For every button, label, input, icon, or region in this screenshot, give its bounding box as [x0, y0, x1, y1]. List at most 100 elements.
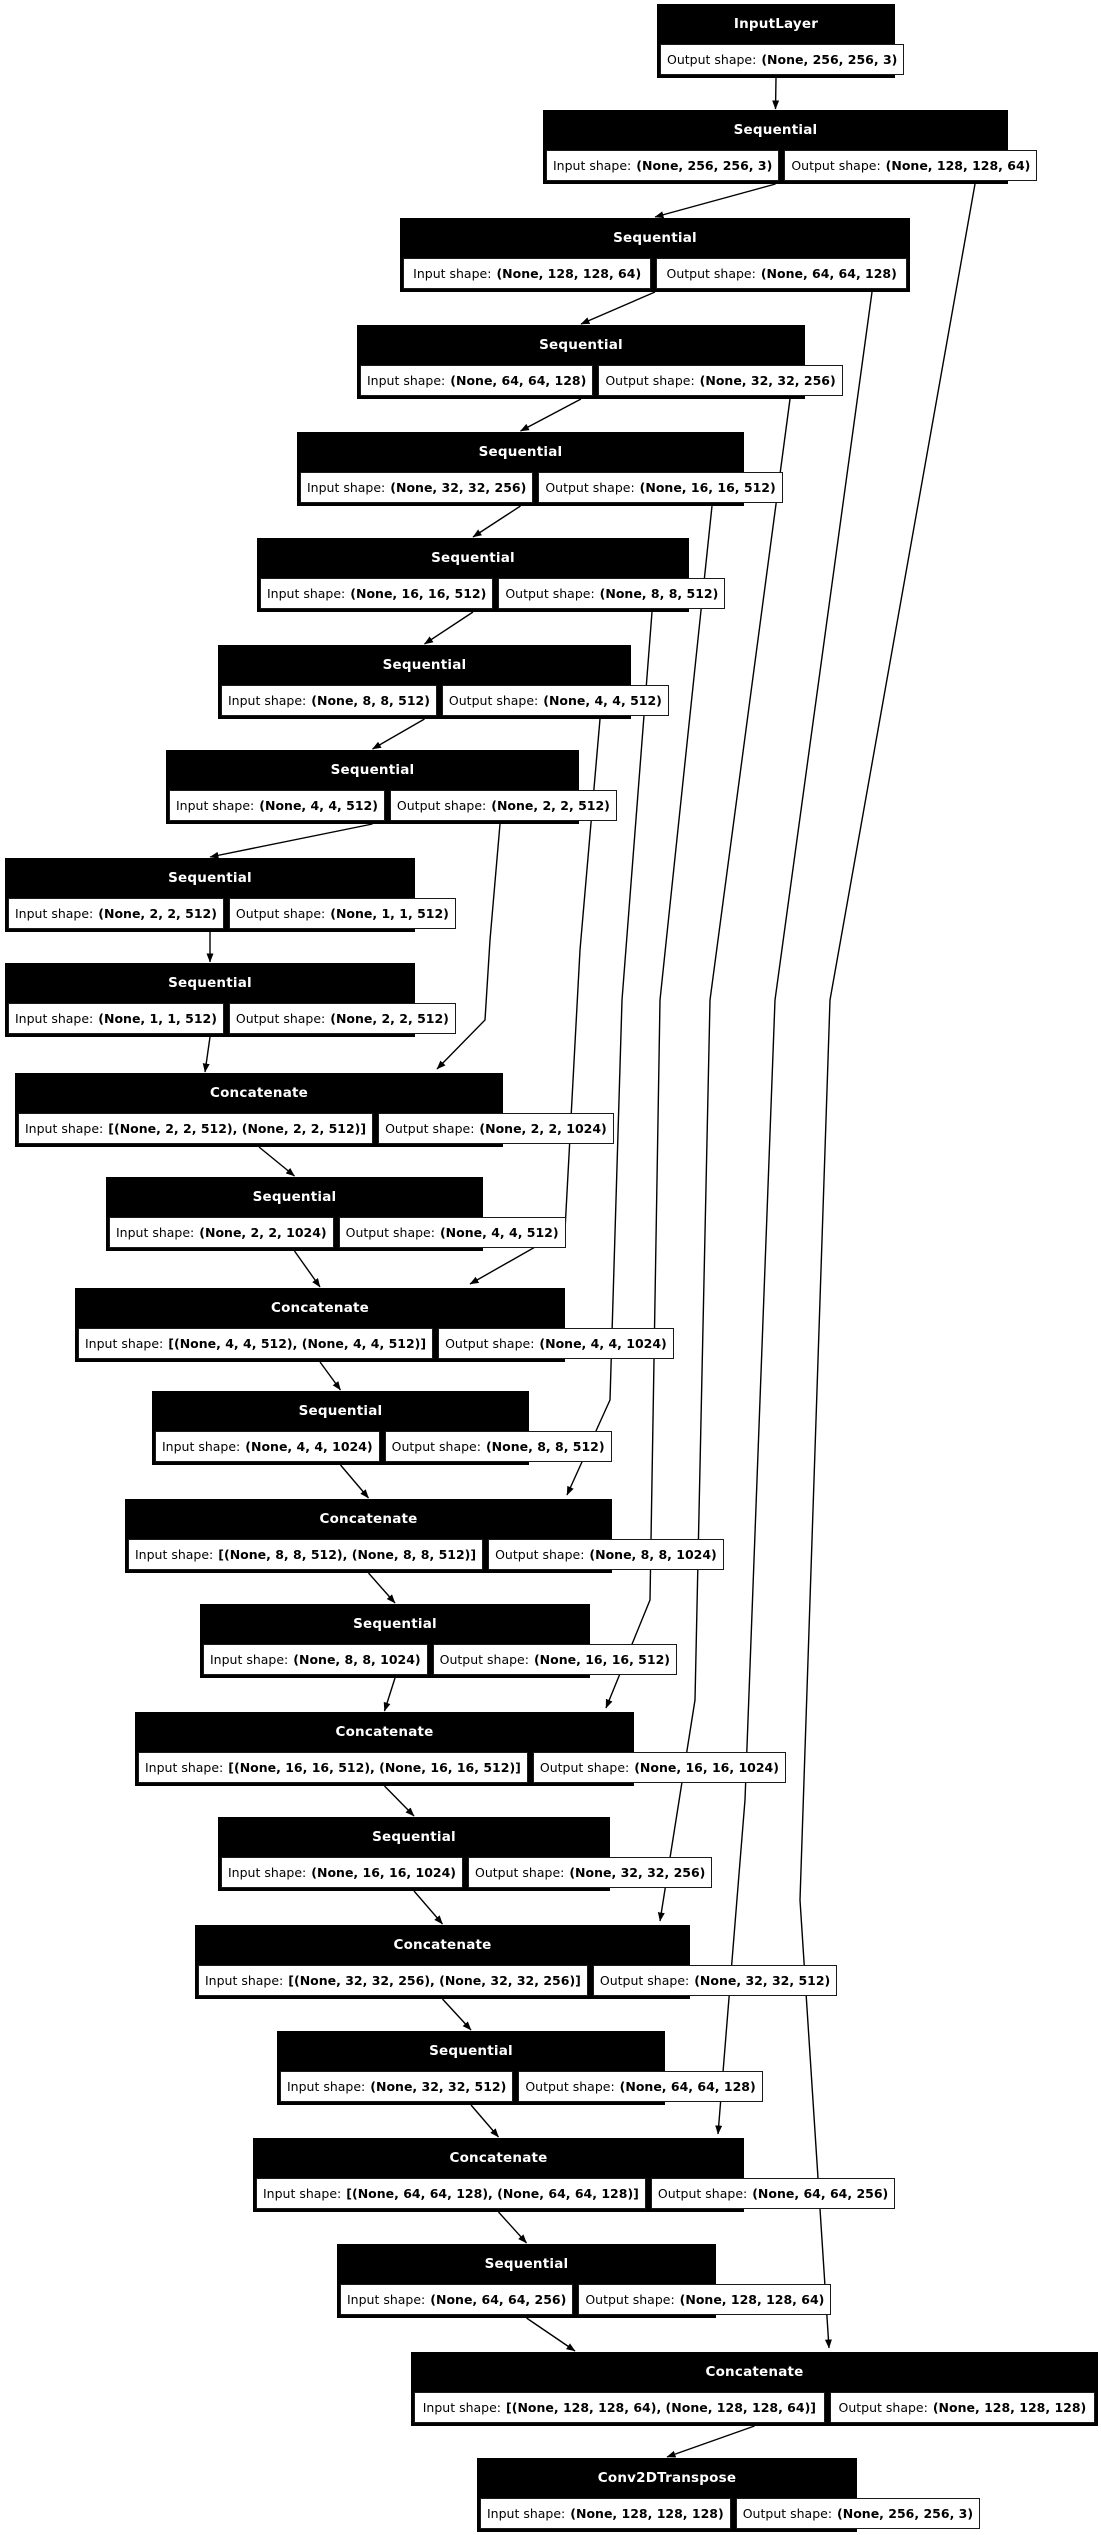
input-shape-cell: Input shape:(None, 32, 32, 512)	[280, 2071, 514, 2102]
output-shape-cell: Output shape:(None, 2, 2, 512)	[389, 790, 617, 821]
input-shape-cell: Input shape:(None, 64, 64, 128)	[360, 365, 594, 396]
output-shape-label: Output shape:	[742, 2506, 833, 2521]
output-shape-cell: Output shape:(None, 64, 64, 128)	[656, 258, 908, 289]
input-shape-cell: Input shape:[(None, 128, 128, 64), (None…	[414, 2392, 825, 2423]
output-shape-label: Output shape:	[235, 1011, 326, 1026]
input-shape-label: Input shape:	[25, 1121, 104, 1136]
output-shape-cell: Output shape:(None, 4, 4, 512)	[338, 1217, 566, 1248]
input-shape-cell: Input shape:[(None, 2, 2, 512), (None, 2…	[18, 1113, 374, 1144]
output-shape-cell: Output shape:(None, 8, 8, 512)	[384, 1431, 612, 1462]
input-shape-label: Input shape:	[205, 1973, 284, 1988]
shape-cells-row: Input shape:[(None, 2, 2, 512), (None, 2…	[18, 1113, 614, 1144]
shape-cells-row: Input shape:[(None, 64, 64, 128), (None,…	[256, 2178, 896, 2209]
shape-cells-row: Input shape:(None, 2, 2, 512)Output shap…	[8, 898, 456, 929]
output-shape-label: Output shape:	[666, 266, 756, 281]
output-shape-value: (None, 256, 256, 3)	[761, 52, 898, 67]
input-shape-cell: Input shape:(None, 16, 16, 512)	[260, 578, 494, 609]
edge-arrow	[367, 1572, 396, 1604]
shape-cells-row: Input shape: [(None, 8, 8, 512), (None, 8…	[128, 1539, 724, 1570]
input-shape-value: (None, 128, 128, 64)	[496, 266, 642, 281]
edge-arrow	[384, 1785, 415, 1817]
input-shape-label: Input shape:	[85, 1336, 164, 1351]
layer-title: Sequential	[372, 1829, 456, 1845]
output-shape-label: Output shape:	[439, 1652, 529, 1667]
shape-cells-row: Input shape: (None, 64, 64, 256) Output sh…	[340, 2284, 832, 2315]
output-shape-label: Output shape:	[539, 1760, 630, 1775]
input-shape-value: [(None, 16, 16, 512), (None, 16, 16, 512…	[228, 1760, 521, 1775]
input-shape-label: Input shape:	[145, 1760, 224, 1775]
output-shape-label: Output shape:	[605, 373, 695, 388]
input-shape-label: Input shape:	[116, 1225, 195, 1240]
input-shape-value: [(None, 8, 8, 512), (None, 8, 8, 512)]	[218, 1547, 477, 1562]
input-shape-value: (None, 256, 256, 3)	[636, 158, 773, 173]
shape-cells-row: Input shape:[(None, 4, 4, 512), (None, 4…	[78, 1328, 674, 1359]
layer-title: Sequential	[733, 122, 818, 138]
edge-arrow	[424, 611, 474, 645]
input-shape-cell: Input shape:[(None, 4, 4, 512), (None, 4…	[78, 1328, 434, 1359]
input-shape-cell: Input shape:(None, 16, 16, 1024)	[221, 1857, 464, 1888]
input-shape-value: (None, 64, 64, 256)	[430, 2292, 567, 2307]
shape-cells-row: Input shape:(None, 32, 32, 256)Output sh…	[300, 472, 783, 503]
output-shape-value: (None, 2, 2, 512)	[330, 1011, 449, 1026]
layer-title: Concatenate	[319, 1511, 418, 1527]
output-shape-label: Output shape:	[838, 2400, 928, 2415]
layer-title: Sequential	[382, 657, 467, 673]
shape-cells-row: Input shape:[(None, 32, 32, 256), (None,…	[198, 1965, 838, 1996]
edge-arrow	[470, 2104, 500, 2138]
input-shape-cell: Input shape:(None, 1, 1, 512)	[8, 1003, 224, 1034]
output-shape-value: (None, 8, 8, 512)	[485, 1439, 605, 1454]
output-shape-cell: Output shape:(None, 64, 64, 256)	[650, 2178, 896, 2209]
output-shape-label: Output shape:	[235, 906, 326, 921]
output-shape-cell: Output shape:(None, 16, 16, 512)	[538, 472, 783, 503]
input-shape-cell: Input shape:(None, 2, 2, 1024)	[109, 1217, 334, 1248]
output-shape-cell: Output shape: (None, 128, 128, 128)	[829, 2392, 1096, 2423]
layer-title: Sequential	[252, 1189, 337, 1205]
output-shape-cell: Output shape: (None, 128, 128, 64)	[578, 2284, 832, 2315]
output-shape-cell: Output shape:(None, 2, 2, 1024)	[378, 1113, 614, 1144]
output-shape-value: (None, 128, 128, 64)	[679, 2292, 825, 2307]
output-shape-label: Output shape:	[585, 2292, 675, 2307]
shape-cells-row: Input shape:(None, 4, 4, 1024)Output sha…	[155, 1431, 612, 1462]
output-shape-value: (None, 128, 128, 128)	[932, 2400, 1087, 2415]
input-shape-label: Input shape:	[347, 2292, 426, 2307]
output-shape-cell: Output shape:(None, 256, 256, 3)	[735, 2498, 981, 2529]
input-shape-label: Input shape:	[553, 158, 632, 173]
input-shape-value: (None, 16, 16, 512)	[350, 586, 487, 601]
edge-arrow	[772, 77, 780, 110]
layer-title: Sequential	[168, 975, 252, 991]
output-shape-cell: Output shape:(None, 16, 16, 1024)	[532, 1752, 786, 1783]
layer-title: Conv2DTranspose	[597, 2470, 737, 2486]
input-shape-label: Input shape:	[15, 1011, 94, 1026]
output-shape-label: Output shape:	[667, 52, 757, 67]
input-shape-value: [(None, 128, 128, 64), (None, 128, 128, …	[506, 2400, 817, 2415]
edge-arrow	[666, 2425, 755, 2458]
output-shape-value: (None, 64, 64, 256)	[752, 2186, 889, 2201]
input-shape-cell: Input shape:(None, 8, 8, 1024)	[203, 1644, 428, 1675]
output-shape-cell: Output shape:(None, 8, 8, 512)	[498, 578, 726, 609]
input-shape-value: (None, 16, 16, 1024)	[311, 1865, 457, 1880]
input-shape-cell: Input shape:(None, 8, 8, 512)	[221, 685, 437, 716]
input-shape-label: Input shape:	[487, 2506, 566, 2521]
input-shape-label: Input shape:	[162, 1439, 241, 1454]
shape-cells-row: Input shape:(None, 128, 128, 64)Output s…	[403, 258, 908, 289]
output-shape-value: (None, 64, 64, 128)	[619, 2079, 756, 2094]
input-shape-label: Input shape:	[135, 1547, 214, 1562]
output-shape-cell: Output shape:(None, 32, 32, 256)	[598, 365, 843, 396]
input-shape-cell: Input shape:[(None, 64, 64, 128), (None,…	[256, 2178, 646, 2209]
output-shape-cell: Output shape:(None, 4, 4, 1024)	[438, 1328, 674, 1359]
output-shape-label: Output shape:	[475, 1865, 565, 1880]
output-shape-value: (None, 1, 1, 512)	[330, 906, 449, 921]
